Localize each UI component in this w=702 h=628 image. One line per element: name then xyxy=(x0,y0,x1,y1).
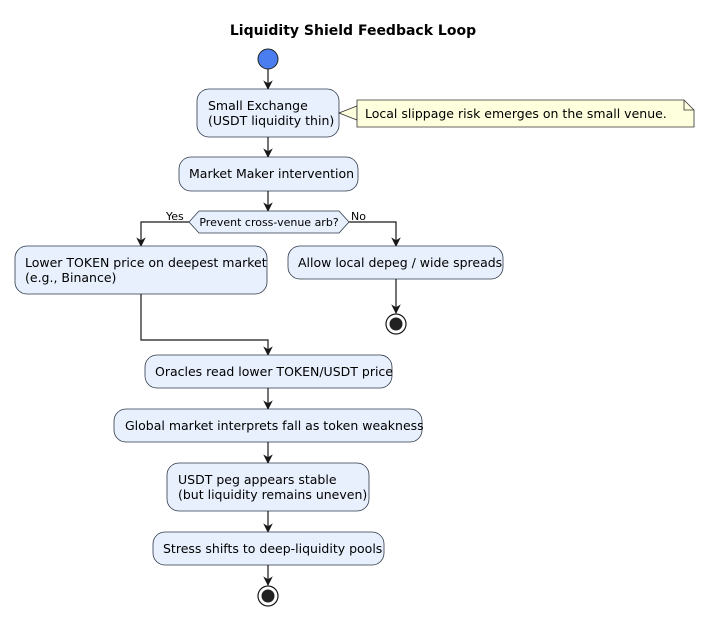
market-maker-label: Market Maker intervention xyxy=(189,166,354,181)
end-node-final-inner xyxy=(261,589,275,603)
start-node xyxy=(257,48,279,70)
end-node-no-branch-inner xyxy=(389,317,403,331)
oracles-label: Oracles read lower TOKEN/USDT price xyxy=(155,364,393,379)
small-exchange-line2: (USDT liquidity thin) xyxy=(208,113,334,128)
lower-price-line1: Lower TOKEN price on deepest market xyxy=(25,255,267,270)
edge-lower-price-oracles xyxy=(140,294,273,356)
note-fold xyxy=(683,100,694,111)
small-exchange-line1: Small Exchange xyxy=(208,98,308,113)
note-box xyxy=(356,99,695,128)
yes-label: Yes xyxy=(165,210,184,223)
decision-label: Prevent cross-venue arb? xyxy=(199,216,338,229)
allow-depeg-label: Allow local depeg / wide spreads xyxy=(298,255,502,270)
usdt-peg-line1: USDT peg appears stable xyxy=(178,472,337,487)
note-text: Local slippage risk emerges on the small… xyxy=(365,106,667,121)
edge-yes xyxy=(136,221,189,247)
note-pointer xyxy=(337,105,358,121)
lower-price-line2: (e.g., Binance) xyxy=(25,270,116,285)
usdt-peg-line2: (but liquidity remains uneven) xyxy=(178,487,367,502)
stress-label: Stress shifts to deep-liquidity pools xyxy=(163,541,382,556)
diagram-title: Liquidity Shield Feedback Loop xyxy=(230,23,476,39)
no-label: No xyxy=(351,210,366,223)
global-market-label: Global market interprets fall as token w… xyxy=(125,418,424,433)
edge-no xyxy=(349,221,401,247)
